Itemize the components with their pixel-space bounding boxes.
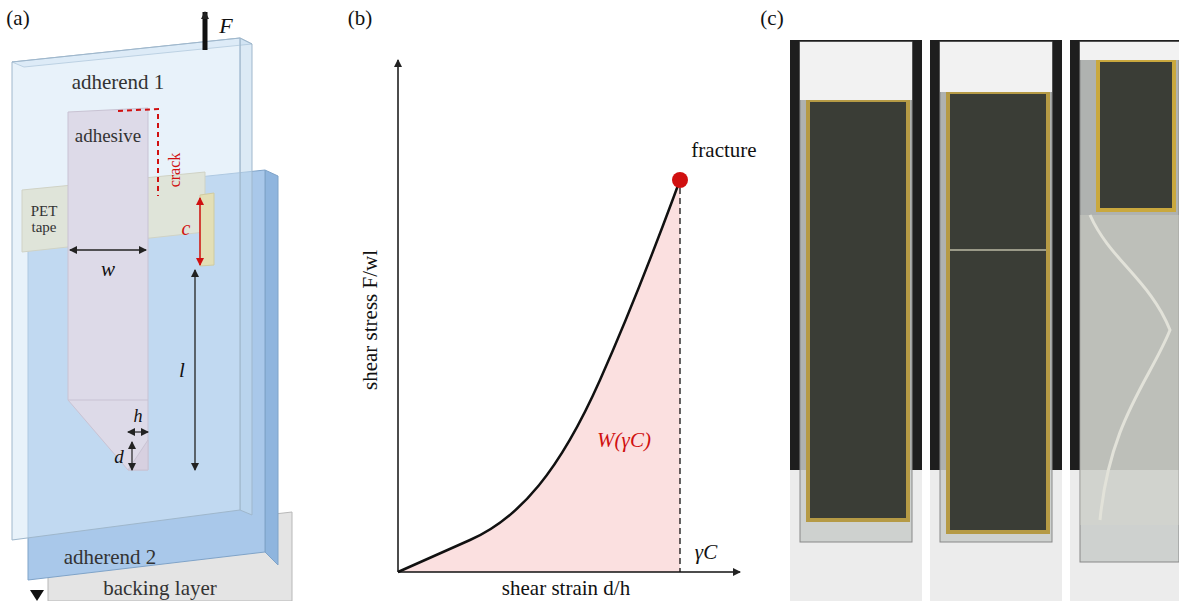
dimension-label: d — [114, 447, 124, 467]
photo-2 — [930, 40, 1062, 601]
crack-dim — [199, 198, 201, 265]
part-label: adhesive — [75, 126, 141, 146]
h-dim — [128, 431, 148, 432]
axis-title: shear stress F/wl — [359, 250, 381, 390]
dimension-label: h — [134, 407, 143, 426]
critical-strain-line — [679, 188, 680, 572]
adherend-1 — [12, 38, 240, 540]
adherend-2-side — [265, 170, 278, 565]
force-label: F — [219, 14, 232, 37]
dimension-label: c — [182, 218, 191, 239]
photo-1 — [790, 40, 922, 601]
part-label: adherend 1 — [72, 71, 165, 93]
l-dim — [194, 270, 195, 470]
w-dim — [70, 249, 146, 250]
panel-letter: (b) — [348, 7, 373, 29]
dimension-label: l — [179, 359, 185, 381]
part-label: adherend 2 — [64, 546, 157, 568]
photo-3 — [1070, 40, 1179, 601]
energy-area — [398, 180, 680, 572]
annotation: W(γC) — [597, 429, 651, 451]
force-arrow-bottom — [30, 590, 44, 601]
force-arrow — [203, 12, 208, 50]
part-label: backing layer — [103, 577, 217, 599]
y-axis — [397, 60, 399, 572]
dimension-label: w — [101, 258, 115, 280]
d-dim — [131, 442, 132, 470]
fracture-point — [672, 172, 688, 188]
stress-curve — [398, 180, 680, 572]
panel-letter: (a) — [6, 7, 29, 29]
annotation: γC — [695, 541, 717, 563]
x-axis — [398, 571, 740, 573]
part-label: PET tape — [22, 204, 66, 236]
adherend-1-side — [240, 38, 252, 515]
panel-letter: (c) — [760, 7, 783, 29]
annotation: fracture — [691, 139, 756, 161]
crack-label: crack — [167, 153, 184, 188]
axis-title: shear strain d/h — [502, 577, 630, 599]
crack-line — [118, 109, 158, 196]
